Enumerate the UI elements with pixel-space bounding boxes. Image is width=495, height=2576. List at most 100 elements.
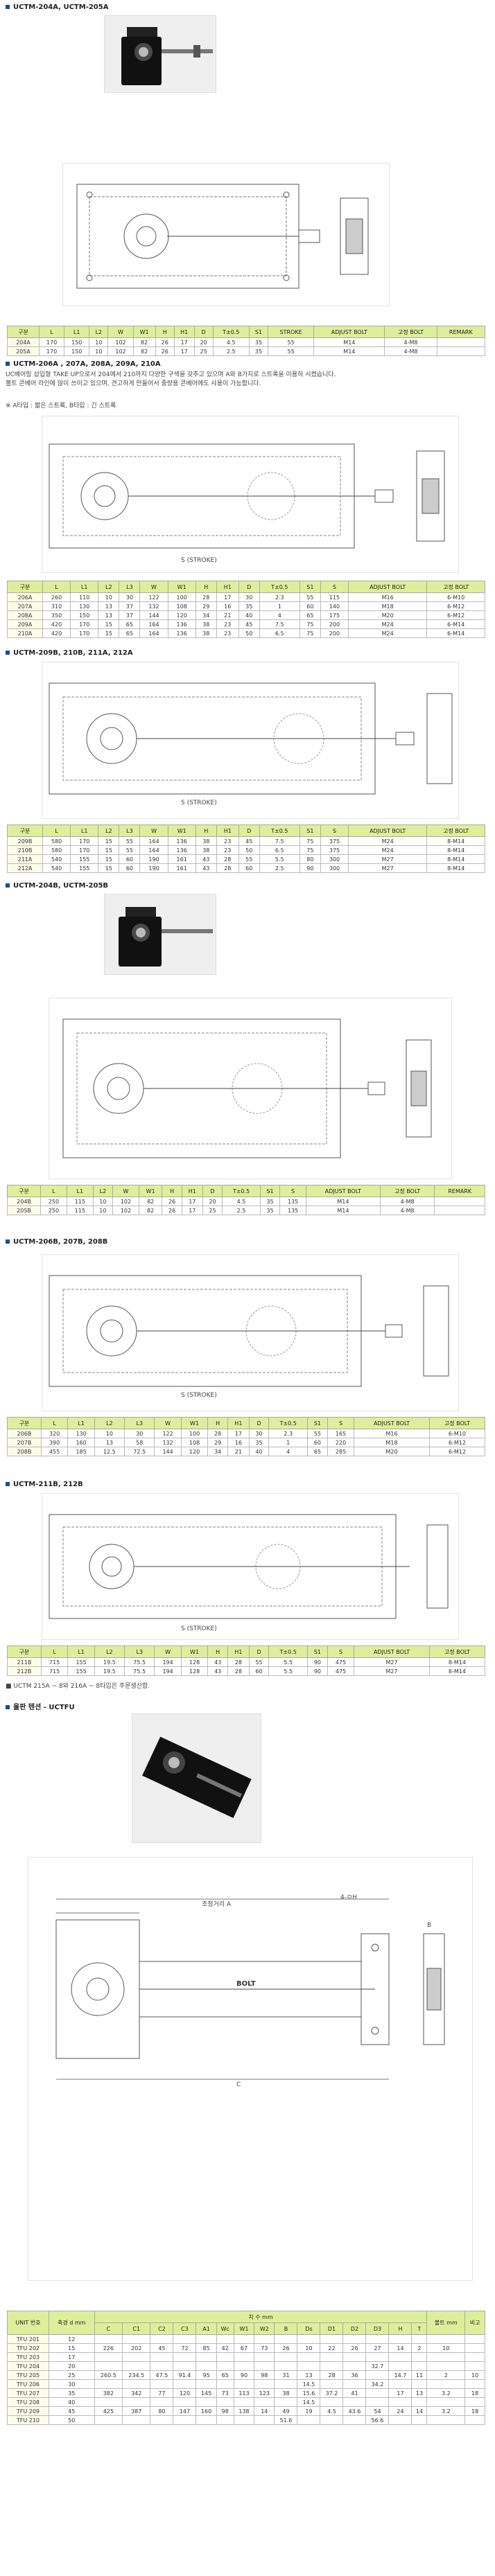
- table-cell: 4.5: [222, 1197, 261, 1206]
- table-cell: 4-M8: [384, 346, 437, 356]
- table-cell: [254, 2352, 275, 2362]
- table-cell: [173, 2334, 197, 2344]
- section-title-3: UCTM-209B, 210B, 211A, 212A: [6, 649, 133, 657]
- table-cell: M18: [354, 1438, 430, 1447]
- table-cell: 147: [173, 2406, 197, 2416]
- t3-header-cell: 구분: [6, 824, 44, 837]
- table-cell: [196, 2352, 217, 2362]
- table-cell: M27: [354, 1657, 430, 1667]
- table-cell: 15: [48, 2343, 95, 2353]
- table-cell: 155: [67, 1657, 95, 1667]
- table-cell: 55: [119, 836, 141, 846]
- table-cell: [216, 2361, 234, 2371]
- table-cell: [365, 2334, 390, 2344]
- t7-header-cell: C2: [150, 2322, 174, 2335]
- table-cell: 161: [167, 854, 196, 864]
- table-cell: 60: [119, 863, 141, 873]
- table-cell: [196, 2397, 217, 2407]
- table-cell: [254, 2397, 275, 2407]
- technical-drawing-5: S (STROKE): [49, 1275, 449, 1399]
- t3-header-cell: S: [320, 824, 349, 837]
- table-cell: [196, 2361, 217, 2371]
- table-cell: [94, 2379, 123, 2389]
- table-cell: 29: [195, 601, 217, 611]
- table-cell: 1: [259, 601, 300, 611]
- table-cell: 35: [259, 1197, 281, 1206]
- table-cell: 387: [122, 2406, 151, 2416]
- table-cell: 55: [268, 337, 315, 347]
- t5-header-cell: H: [207, 1417, 229, 1429]
- table-cell: [388, 2397, 412, 2407]
- table-cell: 342: [122, 2388, 151, 2398]
- table-cell: 4: [268, 1447, 309, 1456]
- table-cell: 26: [155, 346, 175, 356]
- table-cell: 2.5: [212, 346, 250, 356]
- bolt-label: BOLT: [236, 1980, 256, 1988]
- t7-header-cell: H: [388, 2322, 412, 2335]
- t1-header-cell: 고정 BOLT: [384, 326, 437, 338]
- table-cell: 206A: [7, 592, 43, 602]
- table-cell: [94, 2352, 123, 2362]
- table-cell: 17: [227, 1429, 250, 1438]
- drawing-2: S (STROKE): [42, 416, 459, 573]
- t3-header-cell: H1: [216, 824, 239, 837]
- table-cell: [365, 2397, 390, 2407]
- table-cell: [173, 2379, 197, 2389]
- table-cell: 170: [38, 337, 65, 347]
- table-cell: 65: [299, 610, 321, 620]
- table-cell: 132: [139, 601, 168, 611]
- table-cell: 10: [92, 1197, 114, 1206]
- table-cell: 108: [180, 1438, 209, 1447]
- table-cell: 45: [238, 619, 260, 629]
- table-cell: 17: [173, 337, 195, 347]
- section-title-5: UCTM-206B, 207B, 208B: [6, 1238, 107, 1246]
- t1-header-cell: 구분: [7, 326, 40, 338]
- table-cell: 31: [274, 2370, 298, 2380]
- table-cell: 60: [299, 601, 321, 611]
- t4-header-cell: T±0.5: [222, 1185, 261, 1197]
- table-cell: [173, 2361, 197, 2371]
- table-cell: [122, 2361, 151, 2371]
- table-cell: 140: [320, 601, 349, 611]
- table-cell: 3.2: [426, 2388, 466, 2398]
- table-cell: 34.2: [365, 2379, 390, 2389]
- table-cell: 56.6: [365, 2415, 390, 2425]
- table-cell: 17: [181, 1206, 203, 1215]
- section-title-6: UCTM-211B, 212B: [6, 1481, 83, 1488]
- t4-header-cell: L: [40, 1185, 67, 1197]
- table-cell: 540: [42, 863, 71, 873]
- table-cell: 75: [299, 619, 321, 629]
- table-cell: 10: [297, 2343, 321, 2353]
- table-cell: [426, 2379, 466, 2389]
- table-cell: 6-M14: [426, 628, 485, 638]
- table-cell: 4-M8: [384, 337, 437, 347]
- table-cell: [342, 2352, 367, 2362]
- table-cell: [411, 2415, 428, 2425]
- table-cell: 98: [254, 2370, 275, 2380]
- table-cell: 13: [98, 610, 120, 620]
- table-cell: 145: [196, 2388, 217, 2398]
- table-cell: 65: [216, 2370, 234, 2380]
- table-cell: 19: [297, 2406, 321, 2416]
- table-cell: 4-M8: [379, 1206, 435, 1215]
- t3-header-cell: L: [42, 824, 71, 837]
- table-cell: 102: [107, 337, 134, 347]
- t2-header-cell: W1: [167, 581, 196, 593]
- table-cell: 36: [342, 2370, 367, 2380]
- table-cell: [411, 2397, 428, 2407]
- table-cell: [254, 2361, 275, 2371]
- t3-header-cell: 고정 BOLT: [426, 824, 485, 837]
- table-cell: 60: [119, 854, 141, 864]
- table-cell: 220: [327, 1438, 355, 1447]
- table-cell: 67: [233, 2343, 255, 2353]
- table-cell: M20: [354, 1447, 430, 1456]
- table-cell: 100: [167, 592, 196, 602]
- table-cell: 211B: [7, 1657, 42, 1667]
- table-cell: [216, 2415, 234, 2425]
